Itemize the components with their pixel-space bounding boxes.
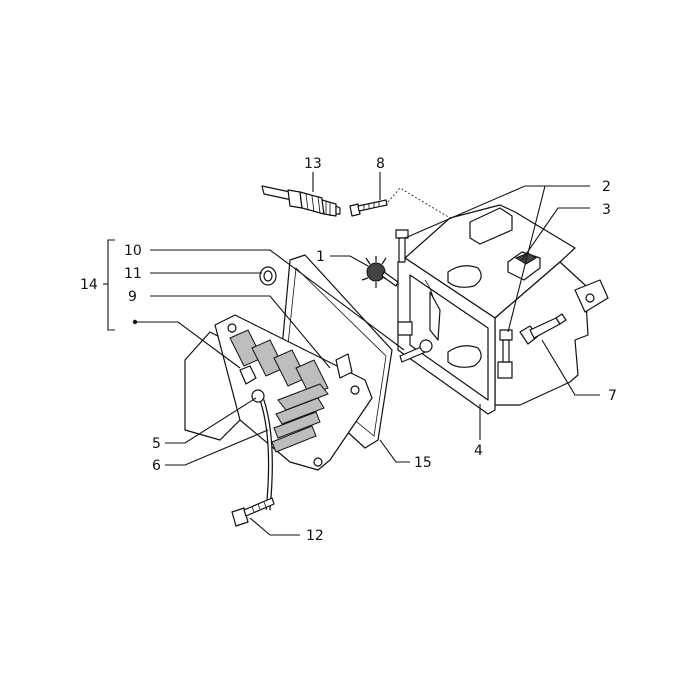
valve-cover: [184, 314, 373, 471]
callout-9: 9: [128, 289, 137, 305]
stud-10: [399, 339, 433, 363]
callout-3: 3: [602, 202, 611, 218]
callout-4: 4: [474, 443, 483, 459]
screw-8: [349, 199, 388, 217]
washer: [259, 266, 277, 286]
sprocket-gear: [361, 256, 399, 288]
leader-lines: [103, 172, 600, 536]
callout-15: 15: [414, 455, 432, 471]
callout-14: 14: [80, 277, 98, 293]
callout-10: 10: [124, 243, 142, 259]
callout-labels: 13 8 2 3 1 10 11 14 9 5 6 15 4 7 12: [80, 156, 617, 544]
callout-7: 7: [608, 388, 617, 404]
callout-13: 13: [304, 156, 322, 172]
screw-2a: [395, 229, 409, 263]
callout-5: 5: [152, 436, 161, 452]
fitting-5: [251, 389, 265, 403]
callout-2: 2: [602, 179, 611, 195]
callout-1: 1: [316, 249, 325, 265]
callout-11: 11: [124, 266, 142, 282]
bolt-7: [519, 313, 567, 345]
callout-6: 6: [152, 458, 161, 474]
cylinder-head-housing: [397, 204, 609, 415]
callout-12: 12: [306, 528, 324, 544]
spark-plug: [261, 185, 341, 217]
callout-8: 8: [376, 156, 385, 172]
bolt-12: [231, 497, 275, 527]
